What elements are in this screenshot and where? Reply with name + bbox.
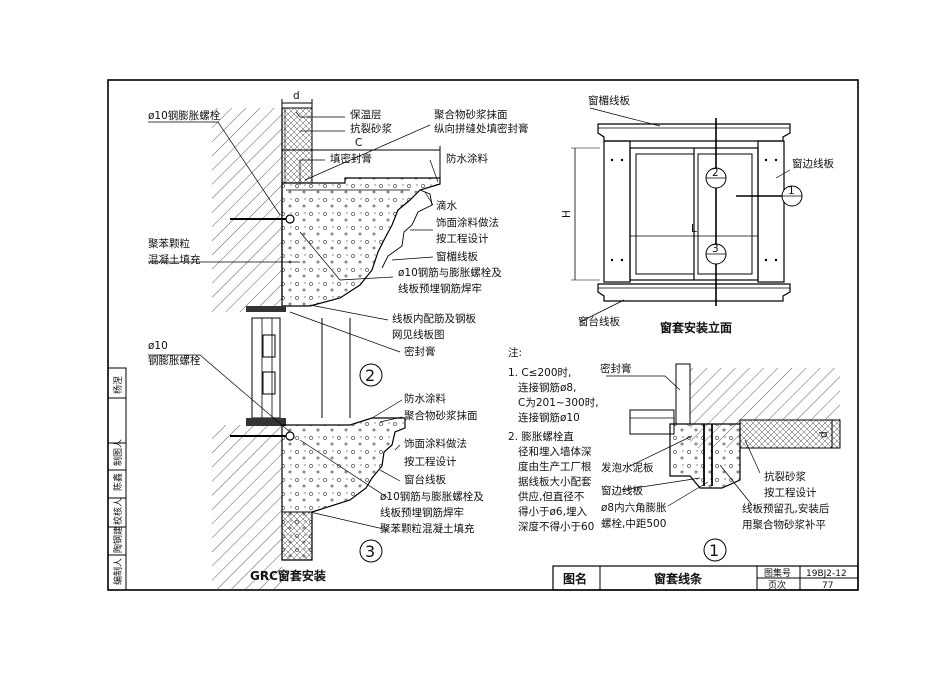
- label-sealant: 密封膏: [404, 345, 436, 358]
- label-waterproof-2: 防水涂料: [404, 392, 446, 405]
- page-label: 页次: [768, 579, 786, 591]
- label-eps-fill-3: 聚苯颗粒混凝土填充: [380, 522, 475, 535]
- sign-compiler: 陶钢建: [112, 526, 124, 553]
- grc-section-drawing: d C ø10钢膨胀螺栓: [148, 90, 529, 590]
- detail-1-drawing: d 密封膏 发泡水泥板 窗边线板 ø8内六角膨胀 螺栓,中距500 抗裂砂浆 按…: [600, 362, 841, 562]
- grc-title: GRC窗套安装: [250, 568, 326, 583]
- dim-h: H: [561, 210, 573, 218]
- label-bolt-mid-2: 钢膨胀螺栓: [148, 354, 201, 367]
- elev-label-sill: 窗台线板: [578, 315, 620, 328]
- page-number: 77: [822, 581, 833, 591]
- sign-label-compiler: 编制人: [112, 558, 124, 585]
- label-rebar-weld-2: 线板预埋钢筋焊牢: [398, 282, 482, 295]
- sign-checker: 陈鑫: [112, 473, 124, 491]
- detail-label-anticrack-1: 抗裂砂浆: [764, 470, 806, 483]
- label-rebar-weld-4: 线板预埋钢筋焊牢: [380, 506, 464, 519]
- label-eps-fill-2: 混凝土填充: [148, 253, 201, 266]
- detail-label-sealant: 密封膏: [600, 362, 632, 375]
- label-per-design-2: 按工程设计: [404, 455, 457, 468]
- elev-callout-2: 2: [712, 167, 719, 179]
- dim-l: L: [691, 223, 697, 235]
- note-line-1: 1. C≤200时,: [508, 367, 571, 379]
- label-lintel-board: 窗楣线板: [436, 250, 478, 263]
- signature-strip: 编制人 陶钢建 校核人 陈鑫 制图人 杨涅: [107, 367, 127, 591]
- elev-label-lintel: 窗楣线板: [588, 94, 630, 107]
- sign-drafter: 杨涅: [112, 376, 124, 394]
- detail-label-bolt-2: 螺栓,中距500: [601, 517, 666, 530]
- detail-label-foam: 发泡水泥板: [601, 461, 654, 474]
- sign-label-drafter: 制图人: [112, 439, 124, 466]
- notes-block: 注: 1. C≤200时, 连接钢筋ø8, C为201~300时, 连接钢筋ø1…: [508, 346, 599, 533]
- note-line-7: 度由生产工厂根: [518, 460, 592, 473]
- detail-label-hole-2: 用聚合物砂浆补平: [742, 518, 826, 531]
- note-line-2: 连接钢筋ø8,: [518, 381, 576, 394]
- label-polymer-2: 聚合物砂浆抹面: [404, 409, 478, 422]
- title-block: 图名 窗套线条 图集号 19BJ2-12 页次 77: [552, 565, 859, 591]
- note-line-10: 得小于ø6,埋入: [518, 506, 587, 518]
- note-line-4: 连接钢筋ø10: [518, 411, 580, 424]
- label-fill-sealant: 填密封膏: [330, 152, 372, 165]
- label-rebar-weld-1: ø10钢筋与膨胀螺栓及: [398, 266, 502, 279]
- note-line-0: 注:: [508, 346, 522, 359]
- callout-3-number: 3: [365, 542, 375, 561]
- elev-callout-3: 3: [712, 243, 719, 255]
- label-anti-crack: 抗裂砂浆: [350, 122, 392, 135]
- detail-dim-d: d: [818, 431, 830, 438]
- dim-d-top: d: [293, 90, 300, 102]
- label-eps-fill-1: 聚苯颗粒: [148, 237, 190, 250]
- label-rebar-weld-3: ø10钢筋与膨胀螺栓及: [380, 490, 484, 503]
- elev-callout-1: 1: [788, 185, 795, 197]
- callout-2-circle: [359, 363, 383, 387]
- note-line-6: 径和埋入墙体深: [518, 445, 592, 458]
- note-line-8: 据线板大小配套: [518, 475, 592, 488]
- callout-3-circle: [359, 539, 383, 563]
- note-line-11: 深度不得小于60: [518, 520, 594, 533]
- label-waterproof: 防水涂料: [446, 152, 488, 165]
- callout-2-number: 2: [365, 366, 375, 385]
- label-bolt-top: ø10钢膨胀螺栓: [148, 109, 221, 122]
- label-polymer-top: 聚合物砂浆抹面: [434, 108, 508, 121]
- drawing-frame: [107, 79, 859, 591]
- dim-c: C: [355, 137, 362, 149]
- label-per-design: 按工程设计: [436, 232, 489, 245]
- elevation-drawing: H L 2 3 1 窗楣线板 窗边线板 窗台线板 窗套安装立面: [561, 94, 834, 335]
- label-joint-seal: 纵向拼缝处填密封膏: [434, 122, 529, 135]
- elevation-title: 窗套安装立面: [660, 320, 732, 335]
- label-finish-coat-2: 饰面涂料做法: [404, 437, 467, 450]
- note-line-3: C为201~300时,: [518, 397, 599, 409]
- atlas-label: 图集号: [764, 567, 791, 579]
- detail-label-hole-1: 线板预留孔,安装后: [742, 502, 829, 515]
- atlas-number: 19BJ2-12: [806, 569, 847, 579]
- title-block-name: 窗套线条: [654, 571, 703, 586]
- label-finish-coat: 饰面涂料做法: [436, 216, 499, 229]
- note-line-5: 2. 膨胀螺栓直: [508, 430, 574, 443]
- sign-label-checker: 校核人: [112, 498, 124, 525]
- detail-callout-1-number: 1: [709, 541, 719, 560]
- label-sill-board: 窗台线板: [404, 473, 446, 486]
- label-insulation: 保温层: [350, 108, 382, 121]
- label-board-rebar-1: 线板内配筋及钢板: [392, 312, 476, 325]
- label-bolt-mid-1: ø10: [148, 340, 168, 352]
- detail-callout-1-circle: [703, 538, 727, 562]
- label-drip: 滴水: [436, 199, 457, 212]
- elev-label-side: 窗边线板: [792, 157, 834, 170]
- label-board-rebar-2: 网见线板图: [392, 328, 445, 341]
- detail-label-anticrack-2: 按工程设计: [764, 486, 817, 499]
- title-block-label: 图名: [563, 571, 587, 586]
- detail-label-side: 窗边线板: [601, 484, 643, 497]
- note-line-9: 供应,但直径不: [518, 490, 585, 503]
- detail-label-bolt-1: ø8内六角膨胀: [601, 501, 667, 514]
